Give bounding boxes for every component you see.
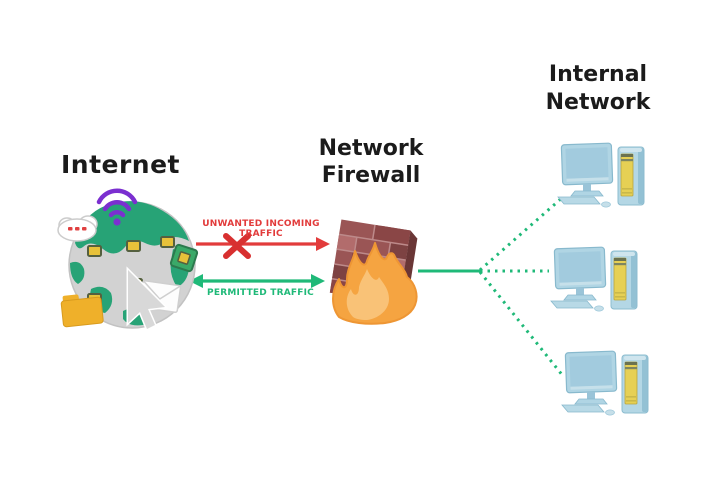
- firewall-icon: [329, 219, 418, 325]
- cursor-arrow-icon: [126, 266, 169, 332]
- chat-bubble-icon: [57, 215, 98, 242]
- network-firewall-label: Network Firewall: [301, 135, 441, 189]
- circuit-board-icon: [169, 243, 199, 273]
- internal-network-label-line1: Internal: [548, 62, 648, 87]
- permitted-traffic-label: PERMITTED TRAFFIC: [207, 288, 314, 298]
- folder-icon: [60, 294, 104, 328]
- dotted-link-line-bottom: [478, 271, 565, 377]
- network-firewall-label-line2: Firewall: [321, 163, 421, 188]
- network-firewall-label-line1: Network: [318, 136, 424, 161]
- permitted-traffic-arrow: [189, 274, 325, 288]
- flame-icon: [332, 242, 418, 325]
- computer-workstation-icon-bottom: [561, 350, 649, 416]
- blocked-x-icon: [223, 233, 251, 259]
- internal-network-label-line2: Network: [545, 90, 651, 115]
- globe-icon: [57, 188, 199, 332]
- internet-label: Internet: [60, 150, 181, 179]
- dotted-link-line-top: [479, 195, 564, 272]
- computer-workstation-icon-middle: [550, 246, 638, 312]
- unwanted-traffic-arrow: [196, 237, 330, 251]
- unwanted-traffic-label: UNWANTED INCOMING TRAFFIC: [202, 219, 320, 239]
- internal-network-label: Internal Network: [528, 61, 668, 117]
- computer-workstation-icon-top: [557, 142, 645, 208]
- wifi-icon: [96, 188, 138, 226]
